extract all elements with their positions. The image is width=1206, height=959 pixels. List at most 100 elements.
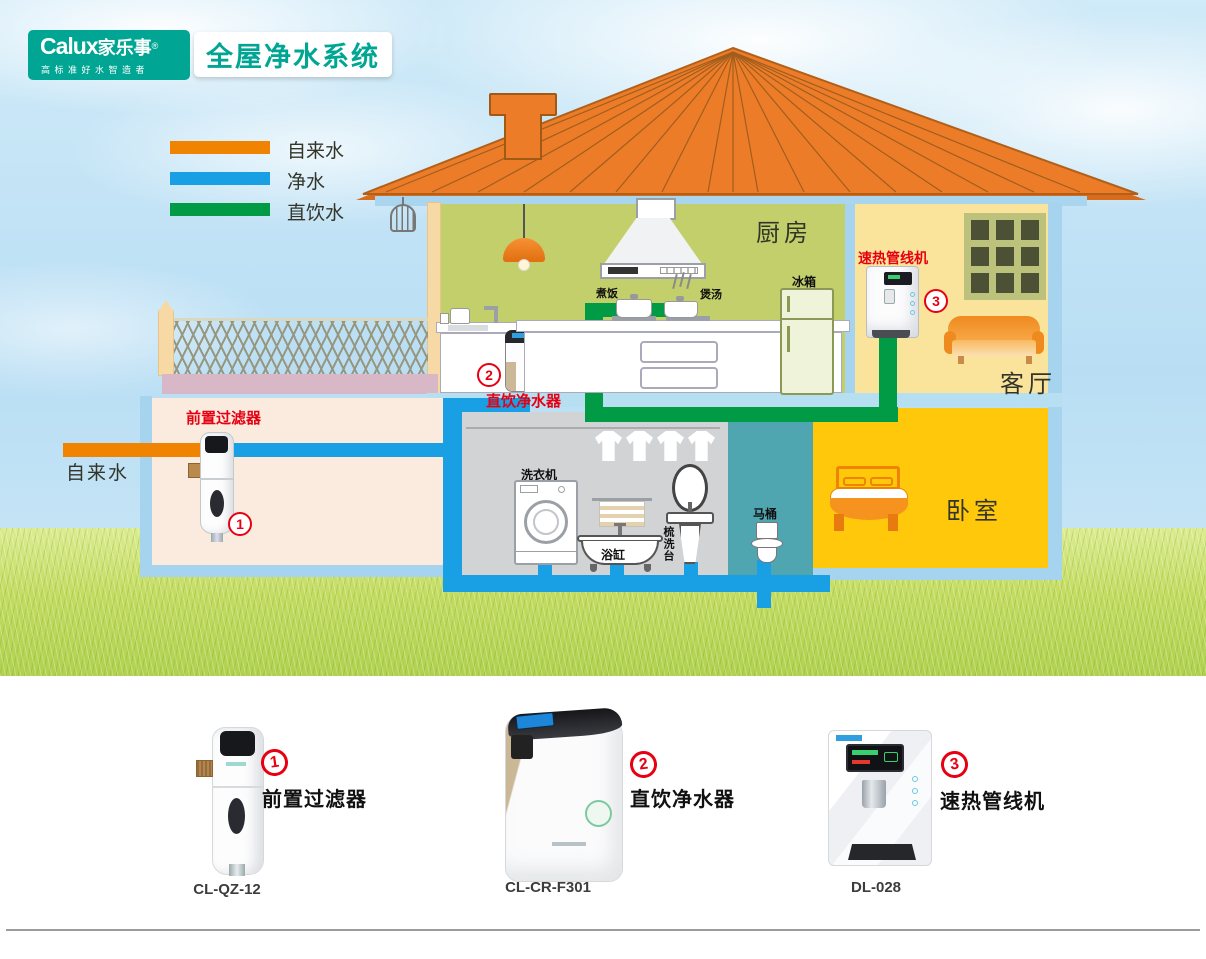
product-1-window: [228, 798, 245, 834]
product-3-digits-red: [852, 760, 870, 764]
legend-swatch-tap: [170, 141, 270, 154]
purifier-screen: [512, 333, 530, 338]
kitchen-label: 厨房: [756, 221, 812, 247]
washer-panel: [520, 485, 538, 493]
dispenser-tray: [872, 330, 910, 338]
device-1-marker: 1: [228, 512, 252, 536]
sofa-leg: [958, 356, 964, 364]
bathroom-pipe-left: [443, 398, 462, 592]
rice-pot-knob: [630, 294, 638, 299]
product-3-model: DL-028: [850, 879, 902, 896]
rice-pot-icon: [616, 299, 652, 318]
fence-post: [158, 310, 174, 376]
house-right-wall: [1048, 203, 1062, 580]
prefilter-seam: [201, 478, 233, 480]
product-1-model: CL-QZ-12: [193, 881, 261, 898]
product-2-name: 直饮净水器: [630, 789, 735, 811]
product-3-spout: [862, 780, 886, 808]
poster-title-banner: 全屋净水系统: [194, 32, 392, 77]
inlet-label: 自来水: [66, 463, 130, 484]
brand-mark: [226, 762, 246, 766]
bedroom-floor: [813, 568, 1062, 580]
product-3-icon: [884, 752, 898, 762]
product-1-valve: [196, 760, 213, 777]
eave-strip: [375, 196, 1087, 206]
brand-logo-cn: 家乐事: [97, 38, 152, 58]
roof: [356, 46, 1146, 200]
cooking-label: 煮饭: [596, 288, 618, 300]
clothes-rod: [466, 427, 720, 429]
sofa-seat: [952, 340, 1036, 356]
sofa-leg: [1026, 356, 1032, 364]
fridge-divider: [780, 318, 834, 320]
tub-foot: [644, 564, 651, 572]
product-3-button: [912, 776, 918, 782]
birdcage-hook: [402, 197, 404, 205]
towel-icon: [599, 501, 645, 527]
kettle-icon: [450, 308, 470, 324]
sink-basin: [448, 325, 488, 331]
oven-drawer-bottom: [640, 367, 718, 389]
legend-label-clean: 净水: [287, 172, 326, 193]
vanity-faucet: [688, 502, 692, 512]
soup-pot-knob: [676, 296, 684, 301]
lamp-cord: [523, 204, 525, 238]
bathtub-label: 浴缸: [601, 548, 626, 562]
dispenser-button: [910, 301, 915, 306]
birdcage-icon: [390, 204, 416, 232]
bathroom-pipe-top: [443, 398, 530, 412]
balcony-wall-post: [427, 202, 441, 394]
fridge-handle-bottom: [787, 326, 790, 352]
dispenser-button: [910, 310, 915, 315]
product-2-panel: [511, 735, 533, 759]
product-1-outlet: [229, 864, 245, 876]
device-2-label: 直饮净水器: [486, 393, 562, 410]
brand-logo: Calux家乐事® 高标准好水智造者: [28, 30, 190, 80]
washer-knob: [558, 486, 565, 493]
hood-duct: [636, 198, 676, 220]
chimney-stack: [504, 114, 542, 160]
dispenser-spout: [884, 289, 895, 304]
cup-icon: [440, 313, 449, 324]
bed-leg: [834, 514, 844, 531]
vanity-basin: [666, 512, 714, 524]
product-3-number: 3: [939, 749, 970, 780]
tub-foot: [590, 564, 597, 572]
washer-baseline: [516, 551, 576, 552]
legend-label-tap: 自来水: [287, 141, 345, 162]
faucet-icon: [494, 306, 498, 323]
washer-door: [524, 500, 568, 544]
hood-display: [608, 267, 638, 274]
fridge-handle-top: [787, 296, 790, 312]
registered-mark: ®: [151, 41, 159, 51]
brand-mark: [552, 842, 586, 846]
drink-pipe-riser-living: [879, 335, 897, 422]
device-3-marker: 3: [924, 289, 948, 313]
oven-drawer-top: [640, 341, 718, 363]
clean-water-pipe: [234, 443, 462, 457]
bottom-divider: [6, 929, 1200, 931]
burner-right: [666, 316, 710, 321]
product-3-name: 速热管线机: [940, 791, 1045, 813]
vanity-label: 梳洗台: [662, 526, 674, 562]
product-1-screen: [220, 731, 255, 756]
toilet-label: 马桶: [753, 507, 778, 521]
poster-title: 全屋净水系统: [206, 42, 380, 72]
bed-leg: [888, 514, 898, 531]
prefilter-outlet: [211, 533, 223, 542]
legend-swatch-drink: [170, 203, 270, 216]
washer-door-inner: [533, 509, 559, 535]
brand-tagline: 高标准好水智造者: [41, 65, 150, 75]
bed-pillow: [870, 477, 893, 486]
towel-rack: [592, 498, 652, 501]
toilet-base: [757, 547, 777, 563]
product-3-digits: [852, 750, 878, 755]
kitchen-living-wall: [845, 204, 855, 394]
washer-label: 洗衣机: [521, 468, 558, 482]
brand-logo-en: Calux: [40, 33, 99, 59]
tub-faucet-pipe: [618, 526, 622, 538]
legend-swatch-clean: [170, 172, 270, 185]
product-3-tray: [848, 844, 916, 860]
device-1-label: 前置过滤器: [186, 410, 262, 427]
